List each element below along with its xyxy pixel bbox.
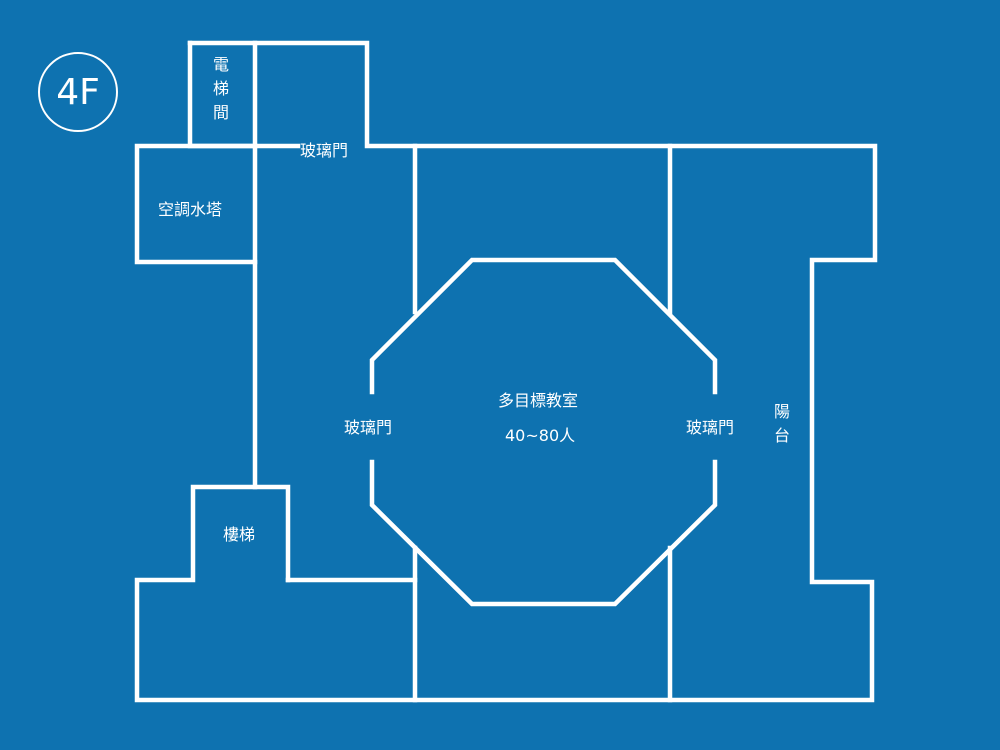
multipurpose-room-capacity: 40~80人: [505, 426, 576, 445]
elevator-room-label: 電梯間: [212, 55, 229, 122]
outer-wall: [134, 40, 878, 703]
ac-tower-label: 空調水塔: [158, 200, 223, 219]
ac-tower-room-wall: [134, 143, 258, 265]
glass-door-right-label: 玻璃門: [686, 418, 735, 437]
stairs-label: 樓梯: [223, 525, 256, 544]
balcony-label: 陽台: [773, 402, 790, 445]
multipurpose-room-title: 多目標教室: [498, 391, 579, 410]
octagon-room-wall-bottom: [369, 459, 718, 607]
glass-door-left-label: 玻璃門: [344, 418, 393, 437]
glass-door-top-label: 玻璃門: [300, 141, 349, 160]
floor-number-badge: 4F: [38, 52, 118, 132]
octagon-room-wall-top: [369, 257, 718, 395]
